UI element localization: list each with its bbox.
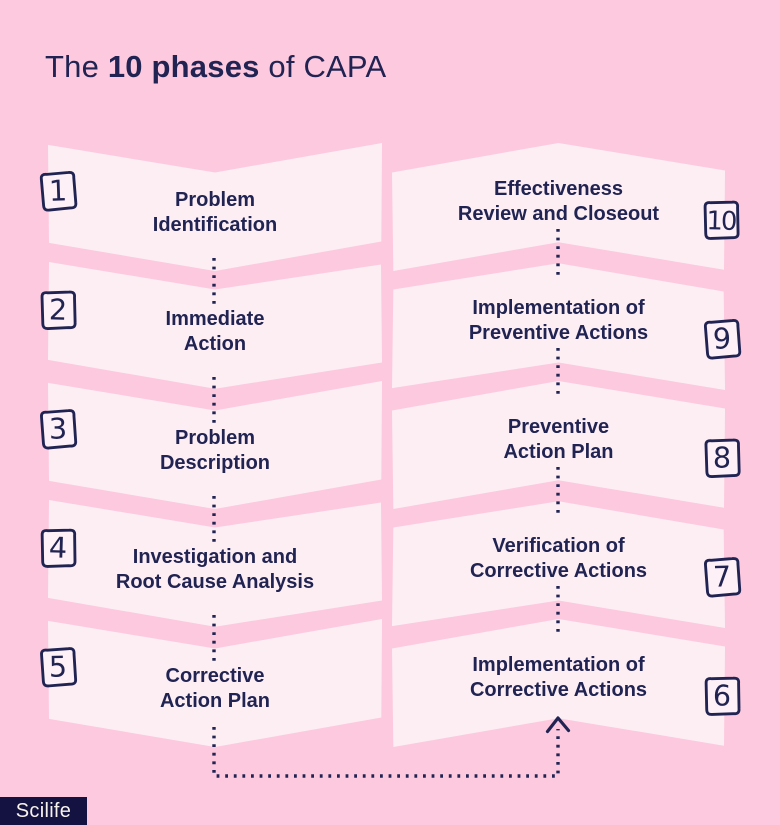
hand-drawn-square-icon	[703, 319, 742, 360]
scilife-logo-text: Scilife	[15, 799, 72, 822]
svg-text:6: 6	[712, 678, 731, 712]
title-suffix: of CAPA	[259, 49, 387, 84]
phase-6-title: Implementation of Corrective Actions	[469, 654, 648, 701]
hand-drawn-square-icon	[704, 676, 741, 716]
svg-text:2: 2	[49, 292, 68, 326]
phase-2-number-badge: 2	[40, 290, 77, 330]
svg-text:7: 7	[712, 559, 731, 593]
phase-8-title: Preventive Action Plan	[503, 416, 614, 463]
phase-6-number-badge: 6	[704, 676, 741, 716]
phase-8-number-badge: 8	[704, 438, 741, 479]
hand-drawn-square-icon	[40, 409, 78, 450]
svg-text:5: 5	[49, 649, 68, 683]
arrowhead-up-icon	[545, 716, 571, 734]
svg-text:9: 9	[712, 321, 731, 355]
phase-3-number-badge: 3	[40, 409, 78, 450]
title-highlight: 10 phases	[107, 49, 260, 84]
phase-1-number-badge: 1	[39, 170, 78, 212]
phase-1-title: Problem Identification	[152, 189, 278, 236]
phase-5-shape: Corrective Action Plan	[48, 619, 382, 747]
phase-9-shape: Implementation of Preventive Actions	[392, 263, 725, 390]
phase-2-title: Immediate Action	[165, 308, 265, 355]
phase-1-shape: Problem Identification	[48, 143, 382, 271]
phase-8-shape: Preventive Action Plan	[392, 381, 725, 509]
svg-text:4: 4	[48, 530, 67, 565]
phase-5-title: Corrective Action Plan	[159, 665, 270, 712]
phase-4-title: Investigation and Root Cause Analysis	[115, 546, 315, 593]
scilife-logo: Scilife	[0, 797, 87, 825]
phase-2-shape: Immediate Action	[48, 262, 382, 389]
phase-10-shape: Effectiveness Review and Closeout	[392, 143, 725, 271]
hand-drawn-square-icon	[703, 557, 742, 598]
phase-10-title: Effectiveness Review and Closeout	[457, 178, 660, 225]
phase-9-number-badge: 9	[703, 319, 742, 360]
phase-3-shape: Problem Description	[48, 381, 382, 509]
phase-9-title: Implementation of Preventive Actions	[468, 297, 649, 344]
hand-drawn-square-icon	[704, 438, 741, 479]
hand-drawn-square-icon	[40, 647, 78, 688]
hand-drawn-square-icon	[39, 170, 78, 212]
phase-4-shape: Investigation and Root Cause Analysis	[48, 500, 382, 627]
phase-7-number-badge: 7	[703, 557, 742, 598]
hand-drawn-square-icon	[40, 290, 77, 330]
svg-text:10: 10	[706, 206, 736, 237]
phase-5-number-badge: 5	[40, 647, 78, 688]
phase-7-shape: Verification of Corrective Actions	[392, 501, 725, 628]
phase-6-shape: Implementation of Corrective Actions	[392, 619, 725, 747]
phase-10-number-badge: 10	[703, 200, 740, 240]
page-title: The 10 phases of CAPA	[45, 49, 386, 85]
phase-7-title: Verification of Corrective Actions	[469, 535, 648, 582]
phase-3-title: Problem Description	[159, 427, 271, 474]
svg-text:1: 1	[48, 173, 67, 208]
svg-text:3: 3	[48, 411, 67, 445]
title-prefix: The	[45, 49, 108, 84]
phase-4-number-badge: 4	[40, 528, 77, 568]
hand-drawn-square-icon	[703, 200, 740, 240]
svg-text:8: 8	[713, 440, 732, 474]
hand-drawn-square-icon	[40, 528, 77, 568]
